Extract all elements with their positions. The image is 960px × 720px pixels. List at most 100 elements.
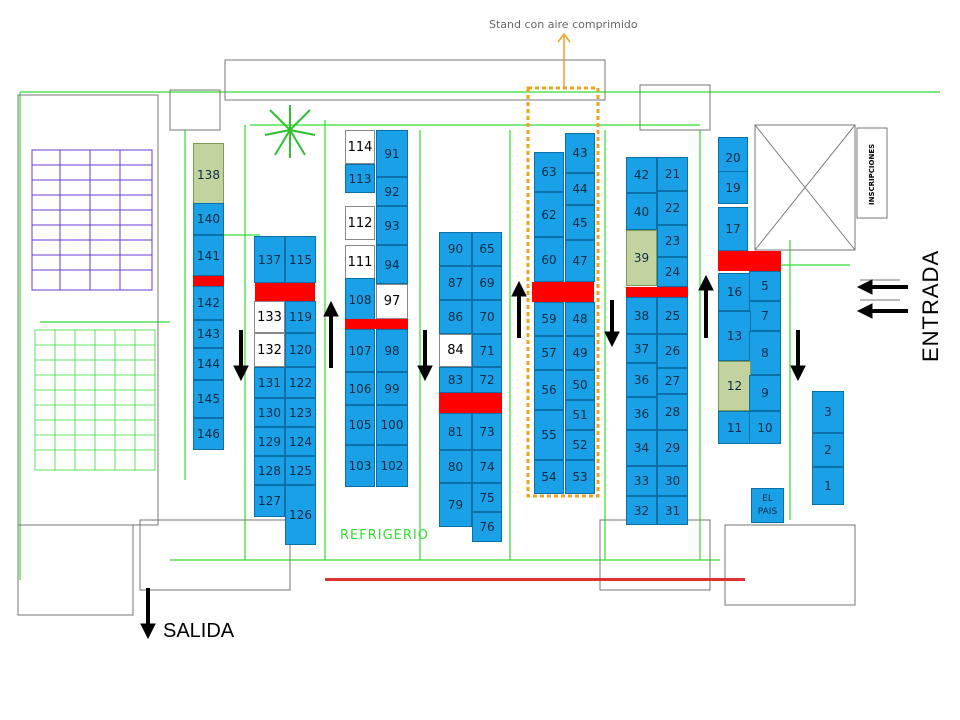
stand-16[interactable]: 16 [718, 273, 751, 311]
stand-138[interactable]: 138 [193, 143, 224, 207]
stand-37[interactable]: 37 [626, 334, 657, 363]
stand-98[interactable]: 98 [376, 329, 408, 372]
stand-130[interactable]: 130 [254, 398, 285, 427]
stand-126[interactable]: 126 [285, 485, 316, 545]
stand-62[interactable]: 62 [534, 192, 564, 237]
stand-59[interactable]: 59 [534, 302, 564, 336]
stand-132[interactable]: 132 [254, 333, 285, 367]
stand-5[interactable]: 5 [749, 271, 781, 301]
stand-94[interactable]: 94 [376, 245, 408, 284]
stand-120[interactable]: 120 [285, 333, 316, 367]
stand-39[interactable]: 39 [626, 230, 657, 286]
stand-36[interactable]: 36 [626, 363, 657, 397]
stand-84[interactable]: 84 [439, 334, 472, 367]
stand-9[interactable]: 9 [749, 375, 781, 411]
stand-48[interactable]: 48 [565, 302, 595, 336]
stand-56[interactable]: 56 [534, 370, 564, 410]
stand-145[interactable]: 145 [193, 380, 224, 418]
stand-76[interactable]: 76 [472, 512, 502, 542]
stand-72[interactable]: 72 [472, 367, 502, 393]
stand-100[interactable]: 100 [376, 405, 408, 445]
stand-65[interactable]: 65 [472, 232, 502, 266]
stand-44[interactable]: 44 [565, 173, 595, 205]
stand-1[interactable]: 1 [812, 467, 844, 505]
stand-143[interactable]: 143 [193, 320, 224, 348]
stand-115[interactable]: 115 [285, 236, 316, 283]
stand-105[interactable]: 105 [345, 405, 375, 445]
stand-36[interactable]: 36 [626, 397, 657, 430]
stand-3[interactable]: 3 [812, 391, 844, 433]
stand-90[interactable]: 90 [439, 232, 472, 266]
stand-86[interactable]: 86 [439, 300, 472, 334]
stand-21[interactable]: 21 [657, 157, 688, 191]
stand-10[interactable]: 10 [749, 411, 781, 444]
stand-2[interactable]: 2 [812, 433, 844, 467]
stand-60[interactable]: 60 [534, 237, 564, 282]
stand-25[interactable]: 25 [657, 297, 688, 334]
stand-71[interactable]: 71 [472, 334, 502, 367]
stand-144[interactable]: 144 [193, 348, 224, 380]
stand-99[interactable]: 99 [376, 372, 408, 405]
stand-128[interactable]: 128 [254, 456, 285, 485]
stand-31[interactable]: 31 [657, 496, 688, 525]
stand-119[interactable]: 119 [285, 301, 316, 333]
stand-91[interactable]: 91 [376, 130, 408, 177]
stand-el-pais[interactable]: EL PAIS [751, 488, 784, 523]
stand-124[interactable]: 124 [285, 427, 316, 456]
stand-125[interactable]: 125 [285, 456, 316, 485]
stand-27[interactable]: 27 [657, 368, 688, 394]
stand-73[interactable]: 73 [472, 413, 502, 450]
stand-87[interactable]: 87 [439, 266, 472, 300]
stand-23[interactable]: 23 [657, 225, 688, 257]
stand-127[interactable]: 127 [254, 485, 285, 517]
stand-51[interactable]: 51 [565, 400, 595, 430]
stand-141[interactable]: 141 [193, 235, 224, 276]
stand-142[interactable]: 142 [193, 286, 224, 320]
stand-19[interactable]: 19 [718, 171, 748, 204]
stand-69[interactable]: 69 [472, 266, 502, 300]
stand-108[interactable]: 108 [345, 278, 375, 321]
stand-92[interactable]: 92 [376, 177, 408, 206]
stand-34[interactable]: 34 [626, 430, 657, 466]
stand-55[interactable]: 55 [534, 410, 564, 460]
stand-93[interactable]: 93 [376, 206, 408, 245]
stand-12[interactable]: 12 [718, 361, 751, 411]
stand-111[interactable]: 111 [345, 245, 375, 279]
stand-113[interactable]: 113 [345, 164, 375, 193]
stand-81[interactable]: 81 [439, 413, 472, 450]
stand-54[interactable]: 54 [534, 460, 564, 494]
stand-114[interactable]: 114 [345, 130, 375, 164]
stand-24[interactable]: 24 [657, 257, 688, 287]
stand-146[interactable]: 146 [193, 418, 224, 450]
stand-123[interactable]: 123 [285, 398, 316, 427]
stand-50[interactable]: 50 [565, 370, 595, 400]
stand-7[interactable]: 7 [749, 301, 781, 331]
stand-112[interactable]: 112 [345, 206, 375, 240]
stand-129[interactable]: 129 [254, 427, 285, 456]
stand-45[interactable]: 45 [565, 205, 595, 240]
stand-106[interactable]: 106 [345, 372, 375, 405]
stand-47[interactable]: 47 [565, 240, 595, 282]
stand-8[interactable]: 8 [749, 331, 781, 375]
stand-140[interactable]: 140 [193, 203, 224, 235]
stand-79[interactable]: 79 [439, 483, 472, 527]
stand-70[interactable]: 70 [472, 300, 502, 334]
stand-40[interactable]: 40 [626, 193, 657, 230]
stand-30[interactable]: 30 [657, 466, 688, 496]
stand-11[interactable]: 11 [718, 411, 751, 444]
stand-75[interactable]: 75 [472, 483, 502, 512]
stand-53[interactable]: 53 [565, 460, 595, 494]
stand-63[interactable]: 63 [534, 152, 564, 192]
stand-97[interactable]: 97 [376, 284, 408, 319]
stand-80[interactable]: 80 [439, 450, 472, 483]
stand-43[interactable]: 43 [565, 133, 595, 173]
stand-83[interactable]: 83 [439, 367, 472, 393]
stand-133[interactable]: 133 [254, 301, 285, 333]
stand-28[interactable]: 28 [657, 394, 688, 430]
stand-32[interactable]: 32 [626, 496, 657, 525]
stand-131[interactable]: 131 [254, 367, 285, 398]
stand-26[interactable]: 26 [657, 334, 688, 368]
stand-17[interactable]: 17 [718, 207, 748, 251]
stand-29[interactable]: 29 [657, 430, 688, 466]
stand-74[interactable]: 74 [472, 450, 502, 483]
